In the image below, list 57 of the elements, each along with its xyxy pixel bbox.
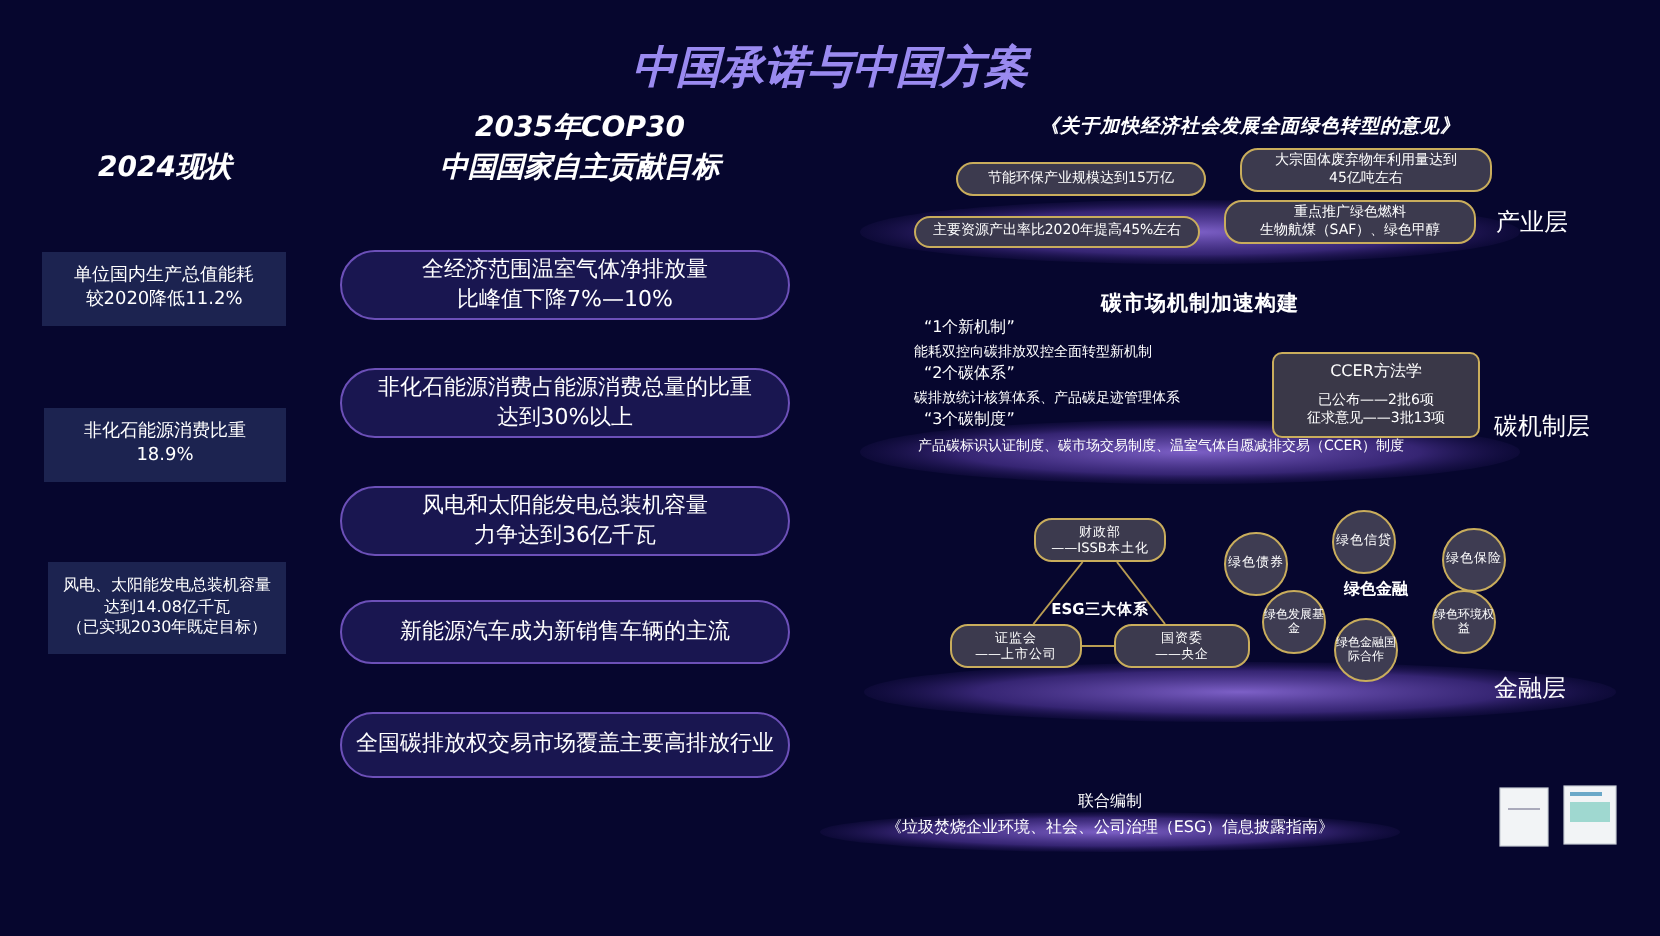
finance-circle <box>1262 590 1326 654</box>
document-title: 《关于加快经济社会发展全面绿色转型的意见》 <box>1038 116 1462 139</box>
box-text: 风电、太阳能发电总装机容量 <box>63 576 271 598</box>
finance-circle <box>1332 510 1396 574</box>
goal-pill <box>340 368 790 438</box>
goal-pill <box>340 712 790 778</box>
report-title: 《垃圾焚烧企业环境、社会、公司治理（ESG）信息披露指南》 <box>885 818 1335 840</box>
box-text: 18.9% <box>136 445 194 469</box>
target-pill <box>1240 148 1492 192</box>
item-heading: “2个碳体系” <box>924 364 1015 384</box>
connector-line <box>1081 645 1115 647</box>
target-pill <box>1224 200 1476 244</box>
box-text: 单位国内生产总值能耗 <box>74 265 254 289</box>
finance-circle <box>1442 528 1506 592</box>
connector-line <box>1032 561 1084 625</box>
status-box <box>44 408 286 482</box>
section-heading: 中国国家自主贡献目标 <box>438 152 726 186</box>
layer-name: 金融层 <box>1494 674 1566 703</box>
box-text: 全国碳排放权交易市场覆盖主要高排放行业 <box>356 730 774 760</box>
box-text: 较2020降低11.2% <box>85 289 243 313</box>
box-text: 全经济范围温室气体净排放量 <box>422 256 708 285</box>
layer-name: 碳机制层 <box>1494 412 1590 441</box>
box-text: 达到30%以上 <box>496 403 634 432</box>
box-text: 非化石能源消费比重 <box>84 421 246 445</box>
connector-line <box>1116 561 1166 625</box>
box-text: 比峰值下降7%—10% <box>457 285 673 314</box>
box-text: 力争达到36亿千瓦 <box>474 521 656 550</box>
goal-pill <box>340 600 790 664</box>
box-text: 达到14.08亿千瓦 <box>104 597 230 619</box>
agency-pill <box>950 624 1082 668</box>
goal-pill <box>340 486 790 556</box>
finance-circle <box>1432 590 1496 654</box>
layer-name: 产业层 <box>1496 208 1568 237</box>
agency-pill <box>1034 518 1166 562</box>
section-heading: 2024现状 <box>96 152 237 186</box>
center-label: 绿色金融 <box>1342 580 1410 600</box>
box-text: CCER方法学 <box>1330 361 1422 383</box>
status-box <box>48 562 286 654</box>
section-heading: 2035年COP30 <box>473 112 687 146</box>
status-box <box>42 252 286 326</box>
section-heading: 碳市场机制加速构建 <box>1098 292 1301 318</box>
item-heading: “3个碳制度” <box>924 410 1015 430</box>
box-text: （已实现2030年既定目标） <box>66 618 268 640</box>
report-band <box>820 792 1400 856</box>
box-text: 风电和太阳能发电总装机容量 <box>422 492 708 521</box>
agency-pill <box>1114 624 1250 668</box>
goal-pill <box>340 250 790 320</box>
box-text: 新能源汽车成为新销售车辆的主流 <box>400 617 730 647</box>
info-box <box>1272 352 1480 438</box>
finance-circle <box>1224 532 1288 596</box>
box-text: 联合编制 <box>1078 792 1142 813</box>
item-heading: “1个新机制” <box>924 318 1015 338</box>
finance-circle <box>1334 618 1398 682</box>
target-pill <box>914 216 1200 248</box>
title: 中国承诺与中国方案 <box>630 44 1034 97</box>
box-text: 非化石能源消费占能源消费总量的比重 <box>378 374 752 403</box>
target-pill <box>956 162 1206 196</box>
